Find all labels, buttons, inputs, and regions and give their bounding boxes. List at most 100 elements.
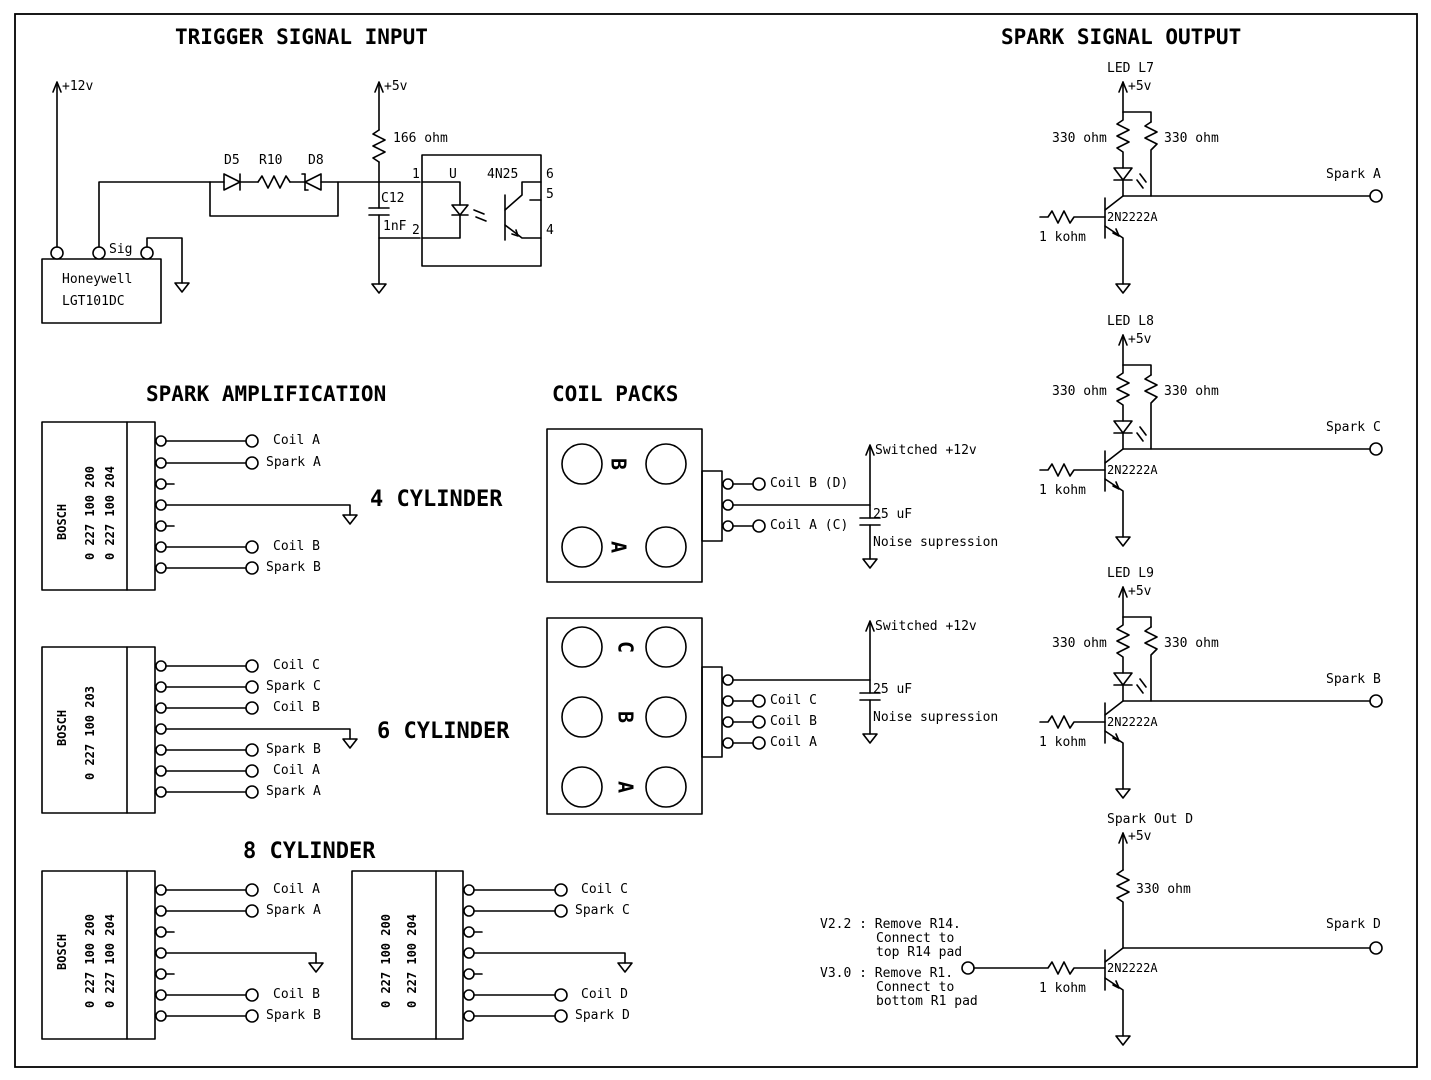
c12-label: C12 xyxy=(381,191,404,206)
heading-trigger: TRIGGER SIGNAL INPUT xyxy=(175,25,428,49)
hall-sensor-box xyxy=(41,258,162,324)
coil-pack-4cyl: B A Coil B (D) Coil A (C) Switched +12v … xyxy=(546,428,998,583)
pin-label: Coil D xyxy=(581,987,628,1002)
pin-label: Spark B xyxy=(266,560,321,575)
output-title: LED L8 xyxy=(1107,314,1154,329)
switched-label: Switched +12v xyxy=(875,443,977,458)
output-stage-4: Spark Out D +5v 330 ohm Spark D 1 kohm 2… xyxy=(820,812,1383,1046)
output-name: Spark A xyxy=(1326,167,1381,182)
pack-letter-b: B xyxy=(607,458,631,470)
module-brand: BOSCH xyxy=(55,504,69,540)
note-v22-1: V2.2 : Remove R14. xyxy=(820,917,961,932)
r330-left: 330 ohm xyxy=(1052,131,1107,146)
r330-left: 330 ohm xyxy=(1052,384,1107,399)
r330-right: 330 ohm xyxy=(1164,384,1219,399)
label-8-cylinder: 8 CYLINDER xyxy=(243,839,376,864)
output-v5: +5v xyxy=(1128,829,1152,844)
transistor-label: 2N2222A xyxy=(1107,715,1158,729)
module-part-1: 0 227 100 200 xyxy=(83,466,97,560)
output-name: Spark D xyxy=(1326,917,1381,932)
pin-label: Coil C xyxy=(273,658,320,673)
output-title: Spark Out D xyxy=(1107,812,1193,827)
switched-label: Switched +12v xyxy=(875,619,977,634)
output-stage-2: LED L8 +5v 330 ohm 330 ohm Spark C 1 koh… xyxy=(1039,314,1383,547)
opto-4n25 xyxy=(421,154,542,267)
coil-pin-label: Coil C xyxy=(770,693,817,708)
r1k-label: 1 kohm xyxy=(1039,735,1086,750)
transistor-label: 2N2222A xyxy=(1107,463,1158,477)
pin-label: Spark D xyxy=(575,1008,630,1023)
pin-label: Spark C xyxy=(575,903,630,918)
pack-letter-a: A xyxy=(607,541,631,553)
pin-5: 5 xyxy=(546,187,554,202)
module-part-2: 0 227 100 204 xyxy=(405,914,419,1008)
opto-u: U xyxy=(449,167,457,182)
heading-output: SPARK SIGNAL OUTPUT xyxy=(1001,25,1241,49)
heading-coil-packs: COIL PACKS xyxy=(552,382,678,406)
note-v22-2: Connect to xyxy=(876,931,954,946)
pin-label: Coil A xyxy=(273,763,320,778)
r330-right: 330 ohm xyxy=(1164,131,1219,146)
output-title: LED L9 xyxy=(1107,566,1154,581)
d5-label: D5 xyxy=(224,153,240,168)
sensor-label-2: LGT101DC xyxy=(62,294,125,309)
page-border xyxy=(14,13,1418,1068)
bosch-module-4cyl: BOSCH 0 227 100 200 0 227 100 204 Coil A… xyxy=(41,421,358,591)
r166-label: 166 ohm xyxy=(393,131,448,146)
module-part-2: 0 227 100 204 xyxy=(103,466,117,560)
pin-label: Spark C xyxy=(266,679,321,694)
output-stage-3: LED L9 +5v 330 ohm 330 ohm Spark B 1 koh… xyxy=(1039,566,1383,799)
coil-pin-label: Coil A xyxy=(770,735,817,750)
trigger-circuit: Honeywell LGT101DC Sig +12v D5 R10 D8 xyxy=(41,79,554,324)
r330-left: 330 ohm xyxy=(1052,636,1107,651)
pin-label: Coil A xyxy=(273,433,320,448)
module-part-1: 0 227 100 203 xyxy=(83,686,97,780)
r1k-label: 1 kohm xyxy=(1039,483,1086,498)
r330-right: 330 ohm xyxy=(1164,636,1219,651)
output-v5: +5v xyxy=(1128,79,1152,94)
sensor-label-1: Honeywell xyxy=(62,272,132,287)
pin-label: Spark A xyxy=(266,903,321,918)
c12-value: 1nF xyxy=(383,219,407,234)
r1k-label: 1 kohm xyxy=(1039,981,1086,996)
output-name: Spark C xyxy=(1326,420,1381,435)
pack-letter-c: C xyxy=(614,641,638,653)
output-stage-1: LED L7 +5v 330 ohm 330 ohm Spark A 1 koh… xyxy=(1039,61,1383,294)
transistor-label: 2N2222A xyxy=(1107,961,1158,975)
pin-label: Coil B xyxy=(273,987,320,1002)
coil-pin-label: Coil B (D) xyxy=(770,476,848,491)
heading-amplification: SPARK AMPLIFICATION xyxy=(146,382,386,406)
coil-pin-label: Coil A (C) xyxy=(770,518,848,533)
pin-label: Coil C xyxy=(581,882,628,897)
transistor-label: 2N2222A xyxy=(1107,210,1158,224)
cap-label: 25 uF xyxy=(873,682,912,697)
bosch-module-6cyl: BOSCH 0 227 100 203 Coil C Spark C Coil … xyxy=(41,646,358,814)
v12-label: +12v xyxy=(62,79,93,94)
v5-trigger-label: +5v xyxy=(384,79,408,94)
sig-label: Sig xyxy=(109,242,132,257)
d8-label: D8 xyxy=(308,153,324,168)
bosch-module-8cyl-right: 0 227 100 200 0 227 100 204 Coil C Spark… xyxy=(351,870,633,1040)
pin-1: 1 xyxy=(412,167,420,182)
pin-label: Spark B xyxy=(266,1008,321,1023)
noise-label: Noise supression xyxy=(873,535,998,550)
pack-letter-a: A xyxy=(614,781,638,793)
r1k-label: 1 kohm xyxy=(1039,230,1086,245)
coil-pack-6cyl: C B A Coil C Coil B Coil A Switched +12v… xyxy=(546,617,998,815)
note-v30-2: Connect to xyxy=(876,980,954,995)
r10-label: R10 xyxy=(259,153,282,168)
pin-label: Coil B xyxy=(273,700,320,715)
pin-2: 2 xyxy=(412,223,420,238)
cap-label: 25 uF xyxy=(873,507,912,522)
note-v30-3: bottom R1 pad xyxy=(876,994,978,1009)
output-name: Spark B xyxy=(1326,672,1381,687)
coil-pin-label: Coil B xyxy=(770,714,817,729)
module-brand: BOSCH xyxy=(55,934,69,970)
label-4-cylinder: 4 CYLINDER xyxy=(370,487,503,512)
opto-name: 4N25 xyxy=(487,167,518,182)
note-v30-1: V3.0 : Remove R1. xyxy=(820,966,953,981)
bosch-module-8cyl-left: BOSCH 0 227 100 200 0 227 100 204 Coil A… xyxy=(41,870,324,1040)
label-6-cylinder: 6 CYLINDER xyxy=(377,719,510,744)
pin-label: Spark B xyxy=(266,742,321,757)
pin-label: Coil B xyxy=(273,539,320,554)
